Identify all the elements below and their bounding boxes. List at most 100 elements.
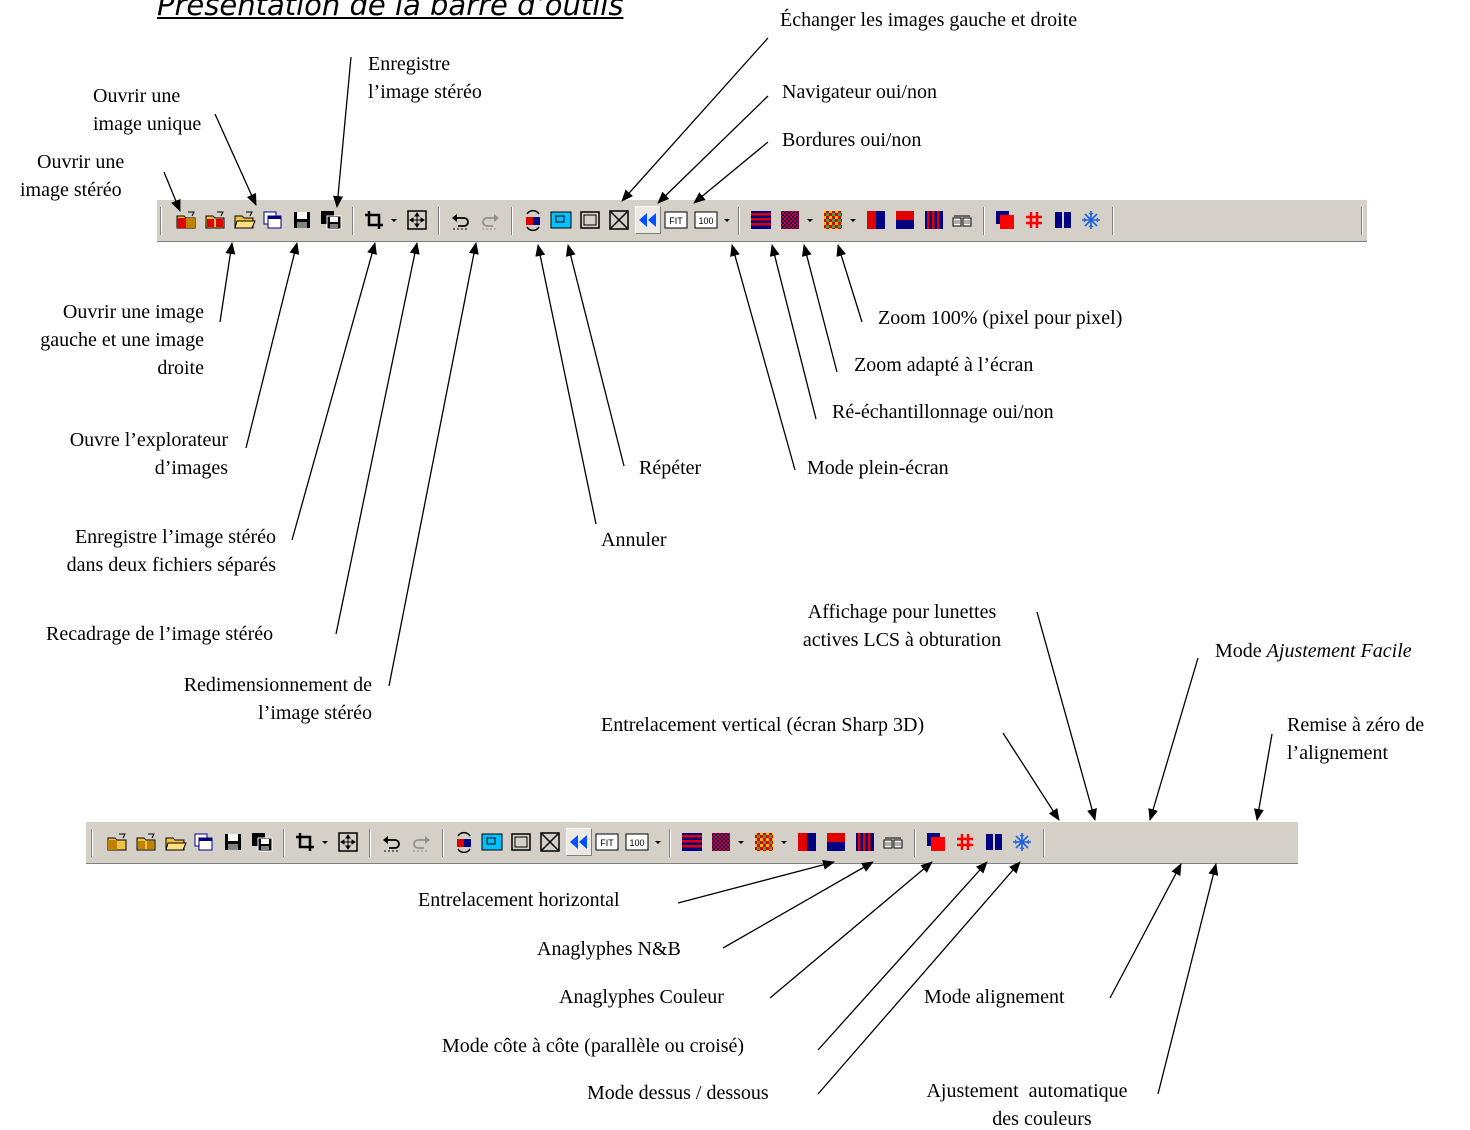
fit-text: FIT (600, 838, 614, 848)
label-open-stereo-line2: image stéréo (20, 179, 122, 201)
over-under-button[interactable] (824, 830, 848, 854)
save-separate-button[interactable] (250, 830, 274, 854)
label-auto-color: Ajustement automatique des couleurs (896, 1077, 1158, 1130)
crop-dropdown-icon[interactable] (320, 834, 330, 850)
anaglyph-bw-button[interactable] (709, 830, 733, 854)
redo-button[interactable] (409, 830, 433, 854)
lcs-button[interactable] (950, 208, 974, 232)
zoom-dropdown-icon[interactable] (722, 212, 732, 228)
explorer-button[interactable] (261, 208, 285, 232)
arrow-easy-fit (1148, 657, 1199, 821)
label-save-separate: Enregistre l’image stéréo dans deux fich… (67, 523, 276, 579)
zoom-fit-button[interactable]: FIT (664, 208, 688, 232)
zoom-100-button[interactable]: 100 (625, 830, 649, 854)
crop-button[interactable] (293, 830, 317, 854)
save-separate-button[interactable] (319, 208, 343, 232)
swap-button[interactable] (521, 208, 545, 232)
zoom-100-button[interactable]: 100 (694, 208, 718, 232)
grid-hash-icon (957, 834, 973, 850)
arrow-save-separate (291, 242, 377, 541)
save-stereo-button[interactable] (290, 208, 314, 232)
alignment-button[interactable] (1022, 208, 1046, 232)
zoom-dropdown-icon[interactable] (653, 834, 663, 850)
separator (669, 829, 671, 857)
horizontal-interlace-button[interactable] (749, 208, 773, 232)
navigator-button[interactable] (549, 208, 573, 232)
auto-color-button[interactable] (982, 830, 1006, 854)
anaglyph-color-dropdown-icon[interactable] (779, 834, 789, 850)
undo-icon (383, 836, 400, 852)
label-save-stereo-line2: l’image stéréo (368, 81, 482, 103)
easy-fit-button[interactable] (993, 208, 1017, 232)
borders-icon (511, 833, 531, 851)
fullscreen-button[interactable] (607, 208, 631, 232)
toolbar-top: FIT 100 (157, 199, 1367, 242)
anaglyph-bw-dropdown-icon[interactable] (805, 212, 815, 228)
label-over-under: Mode dessus / dessous (587, 1082, 769, 1104)
resample-button[interactable] (635, 206, 661, 234)
open-left-right-icon (205, 211, 225, 229)
horizontal-interlace-icon (682, 833, 702, 851)
over-under-icon (827, 833, 845, 851)
anaglyph-bw-dropdown-icon[interactable] (736, 834, 746, 850)
toolbar-bottom: FIT 100 (86, 821, 1298, 864)
fullscreen-button[interactable] (538, 830, 562, 854)
resample-button[interactable] (566, 828, 592, 856)
resize-button[interactable] (336, 830, 360, 854)
label-resize: Redimensionnement de l’image stéréo (184, 671, 372, 727)
arrow-resample (769, 244, 817, 420)
undo-button[interactable] (449, 208, 473, 232)
open-stereo-button[interactable] (106, 830, 130, 854)
vertical-interlace-button[interactable] (853, 830, 877, 854)
vertical-interlace-icon (856, 833, 874, 851)
crop-button[interactable] (362, 208, 386, 232)
save-stereo-button[interactable] (221, 830, 245, 854)
auto-color-button[interactable] (1051, 208, 1075, 232)
horizontal-interlace-icon (751, 211, 771, 229)
redo-icon (482, 214, 499, 230)
zoom-fit-button[interactable]: FIT (595, 830, 619, 854)
redo-button[interactable] (478, 208, 502, 232)
side-by-side-button[interactable] (795, 830, 819, 854)
explorer-button[interactable] (192, 830, 216, 854)
crop-icon (365, 211, 383, 229)
open-single-button[interactable] (164, 830, 188, 854)
label-open-stereo-line1: Ouvrir une (37, 151, 125, 173)
zoom-fit-icon: FIT (664, 211, 688, 229)
alignment-button[interactable] (953, 830, 977, 854)
crop-dropdown-icon[interactable] (389, 212, 399, 228)
lcs-button[interactable] (881, 830, 905, 854)
open-left-right-button[interactable] (204, 208, 228, 232)
snowflake-icon (1082, 211, 1100, 229)
swap-button[interactable] (452, 830, 476, 854)
zoom-100-icon: 100 (625, 833, 649, 851)
reset-alignment-button[interactable] (1079, 208, 1103, 232)
borders-button[interactable] (509, 830, 533, 854)
horizontal-interlace-button[interactable] (680, 830, 704, 854)
open-stereo-button[interactable] (175, 208, 199, 232)
navigator-button[interactable] (480, 830, 504, 854)
anaglyph-color-button[interactable] (752, 830, 776, 854)
side-by-side-button[interactable] (864, 208, 888, 232)
explorer-icon (194, 833, 213, 851)
borders-button[interactable] (578, 208, 602, 232)
anaglyph-color-dropdown-icon[interactable] (848, 212, 858, 228)
resize-icon (338, 832, 358, 852)
reset-alignment-button[interactable] (1010, 830, 1034, 854)
fullscreen-icon (609, 210, 629, 230)
diagram-title: Présentation de la barre d’outils (157, 0, 624, 22)
arrow-horizontal-interlace (677, 859, 835, 904)
anaglyph-color-button[interactable] (821, 208, 845, 232)
open-left-right-button[interactable] (135, 830, 159, 854)
separator (738, 207, 740, 235)
label-save-stereo-line1: Enregistre (368, 53, 451, 75)
undo-button[interactable] (380, 830, 404, 854)
easy-fit-button[interactable] (924, 830, 948, 854)
resize-button[interactable] (405, 208, 429, 232)
over-under-button[interactable] (893, 208, 917, 232)
label-auto-color-line2: des couleurs (992, 1108, 1092, 1130)
vertical-interlace-button[interactable] (922, 208, 946, 232)
anaglyph-bw-button[interactable] (778, 208, 802, 232)
open-single-button[interactable] (233, 208, 257, 232)
